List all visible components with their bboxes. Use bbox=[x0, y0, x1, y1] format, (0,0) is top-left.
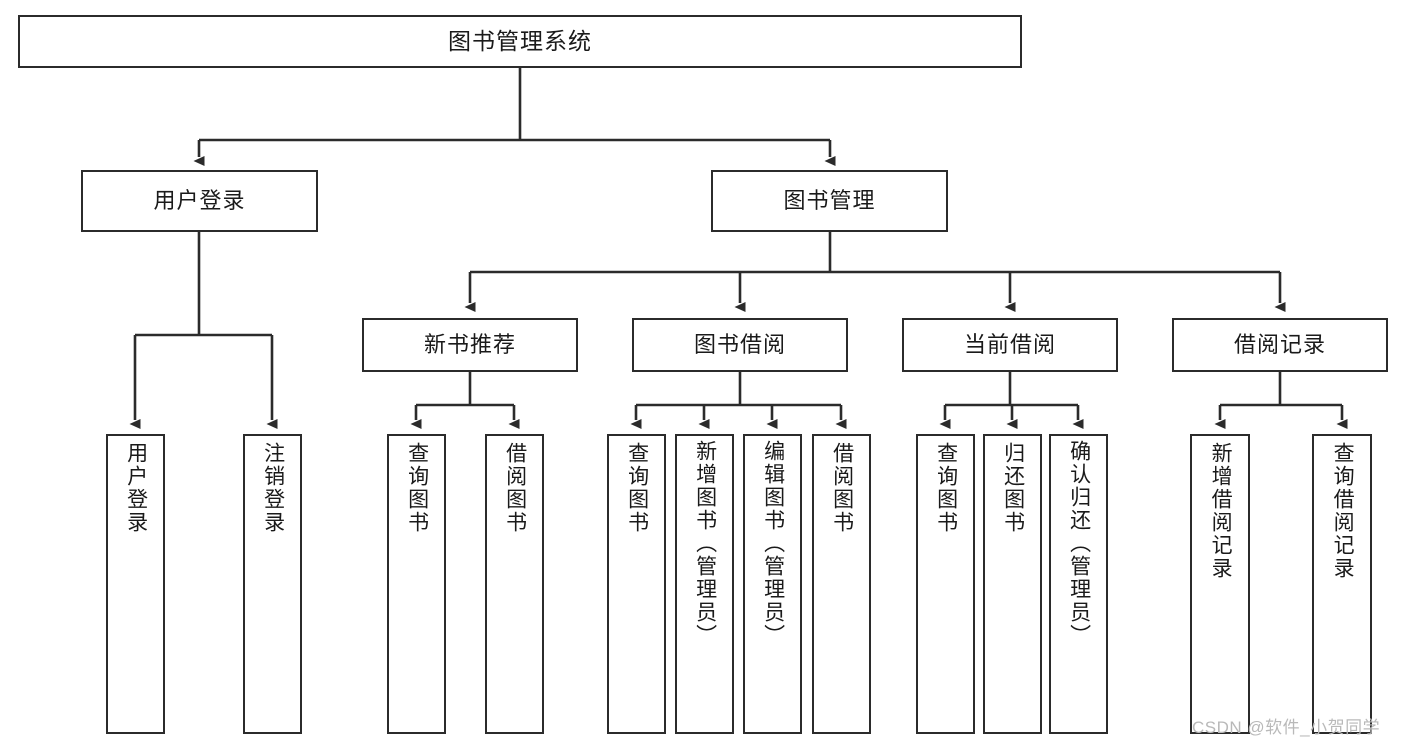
node-root-system-label: 图书管理系统 bbox=[448, 27, 592, 54]
leaf-currentborrow-confirm-return[interactable]: 确认归还（管理员） bbox=[1049, 434, 1108, 734]
leaf-borrowrecord-query-record[interactable]: 查询借阅记录 bbox=[1312, 434, 1372, 734]
leaf-bookborrow-add-book[interactable]: 新增图书（管理员） bbox=[675, 434, 734, 734]
leaf-currentborrow-query-book-label: 查询图书 bbox=[934, 442, 958, 534]
leaf-bookborrow-borrow-book-label: 借阅图书 bbox=[830, 442, 854, 534]
node-book-management[interactable]: 图书管理 bbox=[711, 170, 948, 232]
node-new-book-recommend-label: 新书推荐 bbox=[423, 331, 516, 357]
leaf-logout-label: 注销登录 bbox=[261, 442, 285, 534]
leaf-currentborrow-query-book[interactable]: 查询图书 bbox=[916, 434, 975, 734]
leaf-user-login-label: 用户登录 bbox=[124, 442, 148, 534]
leaf-logout[interactable]: 注销登录 bbox=[243, 434, 302, 734]
leaf-bookborrow-edit-book-label: 编辑图书（管理员） bbox=[761, 440, 785, 647]
leaf-bookborrow-edit-book[interactable]: 编辑图书（管理员） bbox=[743, 434, 802, 734]
leaf-bookborrow-query-book[interactable]: 查询图书 bbox=[607, 434, 666, 734]
leaf-currentborrow-confirm-return-label: 确认归还（管理员） bbox=[1067, 440, 1091, 647]
leaf-bookborrow-borrow-book[interactable]: 借阅图书 bbox=[812, 434, 871, 734]
leaf-newbook-borrow-book[interactable]: 借阅图书 bbox=[485, 434, 544, 734]
node-borrow-record-label: 借阅记录 bbox=[1233, 331, 1326, 357]
leaf-newbook-borrow-book-label: 借阅图书 bbox=[503, 442, 527, 534]
node-root-system[interactable]: 图书管理系统 bbox=[18, 15, 1022, 68]
leaf-borrowrecord-add-record-label: 新增借阅记录 bbox=[1209, 442, 1233, 580]
leaf-newbook-query-book[interactable]: 查询图书 bbox=[387, 434, 446, 734]
leaf-user-login[interactable]: 用户登录 bbox=[106, 434, 165, 734]
leaf-currentborrow-return-book[interactable]: 归还图书 bbox=[983, 434, 1042, 734]
node-borrow-record[interactable]: 借阅记录 bbox=[1172, 318, 1388, 372]
leaf-bookborrow-add-book-label: 新增图书（管理员） bbox=[693, 440, 717, 647]
node-current-borrow-label: 当前借阅 bbox=[963, 331, 1056, 357]
watermark-text: CSDN @软件_小贺同学 bbox=[1192, 718, 1381, 737]
node-current-borrow[interactable]: 当前借阅 bbox=[902, 318, 1118, 372]
node-book-management-label: 图书管理 bbox=[783, 187, 876, 213]
node-user-login[interactable]: 用户登录 bbox=[81, 170, 318, 232]
leaf-borrowrecord-query-record-label: 查询借阅记录 bbox=[1331, 442, 1355, 580]
leaf-currentborrow-return-book-label: 归还图书 bbox=[1001, 442, 1025, 534]
leaf-bookborrow-query-book-label: 查询图书 bbox=[625, 442, 649, 534]
leaf-borrowrecord-add-record[interactable]: 新增借阅记录 bbox=[1190, 434, 1250, 734]
leaf-newbook-query-book-label: 查询图书 bbox=[405, 442, 429, 534]
node-book-borrow[interactable]: 图书借阅 bbox=[632, 318, 848, 372]
node-user-login-label: 用户登录 bbox=[153, 187, 246, 213]
node-new-book-recommend[interactable]: 新书推荐 bbox=[362, 318, 578, 372]
node-book-borrow-label: 图书借阅 bbox=[693, 331, 786, 357]
